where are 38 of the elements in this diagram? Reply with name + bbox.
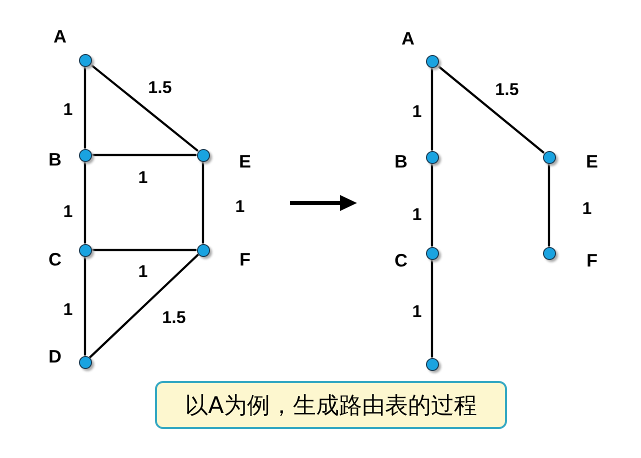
graph-node (426, 246, 438, 260)
graph-node (78, 244, 92, 256)
node-label: D (48, 346, 62, 368)
graph-node (78, 356, 92, 368)
graph-node (426, 54, 438, 68)
node-label: F (586, 250, 598, 272)
graph-edge (92, 248, 196, 252)
node-label: B (394, 152, 408, 172)
graph-node (78, 148, 92, 162)
graph-edge (430, 260, 434, 358)
graph-edge (430, 68, 434, 150)
node-label: B (48, 150, 62, 170)
graph-edge (92, 154, 196, 156)
node-label: F (240, 250, 250, 270)
graph-edge (202, 162, 204, 244)
graph-node (196, 244, 210, 256)
caption-text: 以A为例，生成路由表的过程 (185, 392, 477, 420)
graph-edge (430, 164, 434, 246)
graph-node (542, 150, 556, 164)
graph-edge (84, 66, 86, 148)
graph-edge (548, 164, 550, 246)
node-label: A (54, 26, 66, 48)
graph-node (426, 150, 438, 164)
graph-node (196, 148, 210, 162)
graph-edge (84, 162, 86, 244)
graph-node (542, 246, 556, 260)
graph-node (426, 358, 438, 370)
graph-edge (89, 63, 199, 152)
graph-edge (88, 254, 200, 358)
graph-edge (436, 64, 545, 154)
graph-node (78, 54, 92, 66)
node-label: C (394, 250, 408, 272)
node-label: E (586, 152, 598, 172)
graph-edge (84, 256, 86, 356)
node-label: C (48, 250, 62, 270)
caption-box (155, 381, 507, 429)
node-label: E (239, 152, 251, 172)
node-label: A (402, 28, 414, 50)
